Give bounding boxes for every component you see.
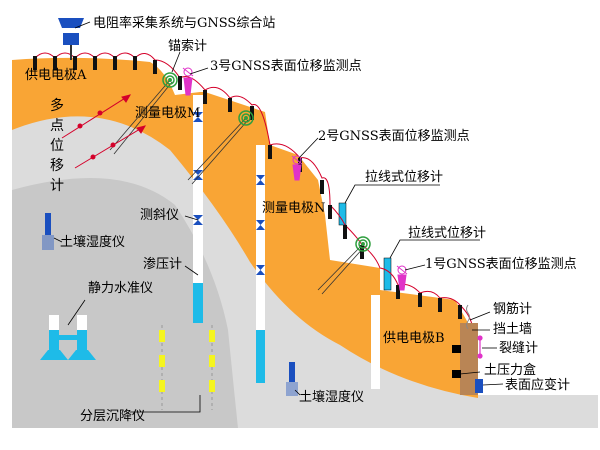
label-multipoint-5: 计	[50, 178, 64, 194]
label-wire-disp-1: 拉线式位移计	[365, 170, 443, 185]
label-electrode-a: 供电电极A	[25, 68, 87, 83]
label-wire-disp-2: 拉线式位移计	[408, 226, 486, 241]
static-level-instrument	[40, 315, 96, 360]
inclinometer-tube	[338, 202, 347, 226]
borehole-3	[371, 295, 380, 389]
label-soil-moisture-2: 土壤湿度仪	[299, 389, 364, 405]
electrode-stakes	[33, 56, 462, 319]
label-static-level: 静力水准仪	[88, 281, 153, 296]
labels: 电阻率采集系统与GNSS综合站 锚索计 3号GNSS表面位移监测点 供电电极A …	[25, 15, 577, 424]
anchor-cables	[109, 79, 366, 295]
label-electrode-b: 供电电极B	[383, 331, 445, 346]
label-soil-moisture-1: 土壤湿度仪	[60, 234, 125, 250]
label-surface-strain: 表面应变计	[505, 377, 570, 393]
retaining-wall	[460, 323, 478, 395]
soil-moisture-sensor-2	[286, 362, 298, 396]
leader-lines	[53, 21, 504, 413]
anchor-meter-icons	[162, 72, 371, 252]
label-multipoint-4: 移	[50, 158, 64, 174]
soil-moisture-sensor-1	[42, 213, 54, 250]
gnss-marker-3	[182, 67, 194, 96]
label-electrode-m: 测量电极M	[135, 106, 200, 121]
geology-layers	[12, 57, 598, 429]
wire-displacement-tube	[383, 257, 392, 291]
borehole-1	[193, 95, 203, 323]
label-multipoint-1: 多	[50, 97, 64, 114]
piezometer-tip-1	[193, 283, 203, 323]
station-icon	[58, 18, 84, 60]
label-electrode-n: 测量电极N	[262, 201, 325, 216]
label-anchor-meter: 锚索计	[168, 39, 207, 54]
label-earth-pressure: 土压力盒	[484, 362, 536, 378]
label-piezometer: 渗压计	[143, 257, 182, 272]
soil-moisture-sensors	[42, 213, 298, 396]
label-rebar-meter: 钢筋计	[493, 301, 532, 317]
earth-pressure-cell-2	[452, 370, 461, 378]
rock-layer-dark	[12, 178, 238, 428]
label-layered-settlement: 分层沉降仪	[80, 409, 145, 424]
layered-settlement-gauges	[159, 325, 215, 410]
ground-strip	[478, 395, 598, 428]
multipoint-displacement-arrows	[61, 94, 147, 169]
label-crack-meter: 裂缝计	[499, 341, 538, 356]
label-gnss1: 1号GNSS表面位移监测点	[425, 257, 577, 272]
gnss-marker-2	[291, 155, 303, 181]
label-multipoint-3: 位	[50, 138, 64, 154]
borehole-2	[256, 145, 265, 383]
retaining-wall-group	[452, 304, 483, 395]
piezometer-tip-2	[256, 330, 265, 383]
label-multipoint-2: 点	[50, 118, 64, 134]
earth-pressure-cell-1	[452, 345, 461, 353]
crack-meter-icon	[477, 335, 483, 359]
label-inclinometer: 测斜仪	[140, 208, 179, 223]
label-retaining-wall: 挡土墙	[493, 322, 532, 337]
label-gnss2: 2号GNSS表面位移监测点	[318, 129, 470, 144]
label-station: 电阻率采集系统与GNSS综合站	[93, 15, 275, 31]
label-gnss3: 3号GNSS表面位移监测点	[210, 59, 362, 74]
surface-strain-sensor	[475, 379, 483, 393]
